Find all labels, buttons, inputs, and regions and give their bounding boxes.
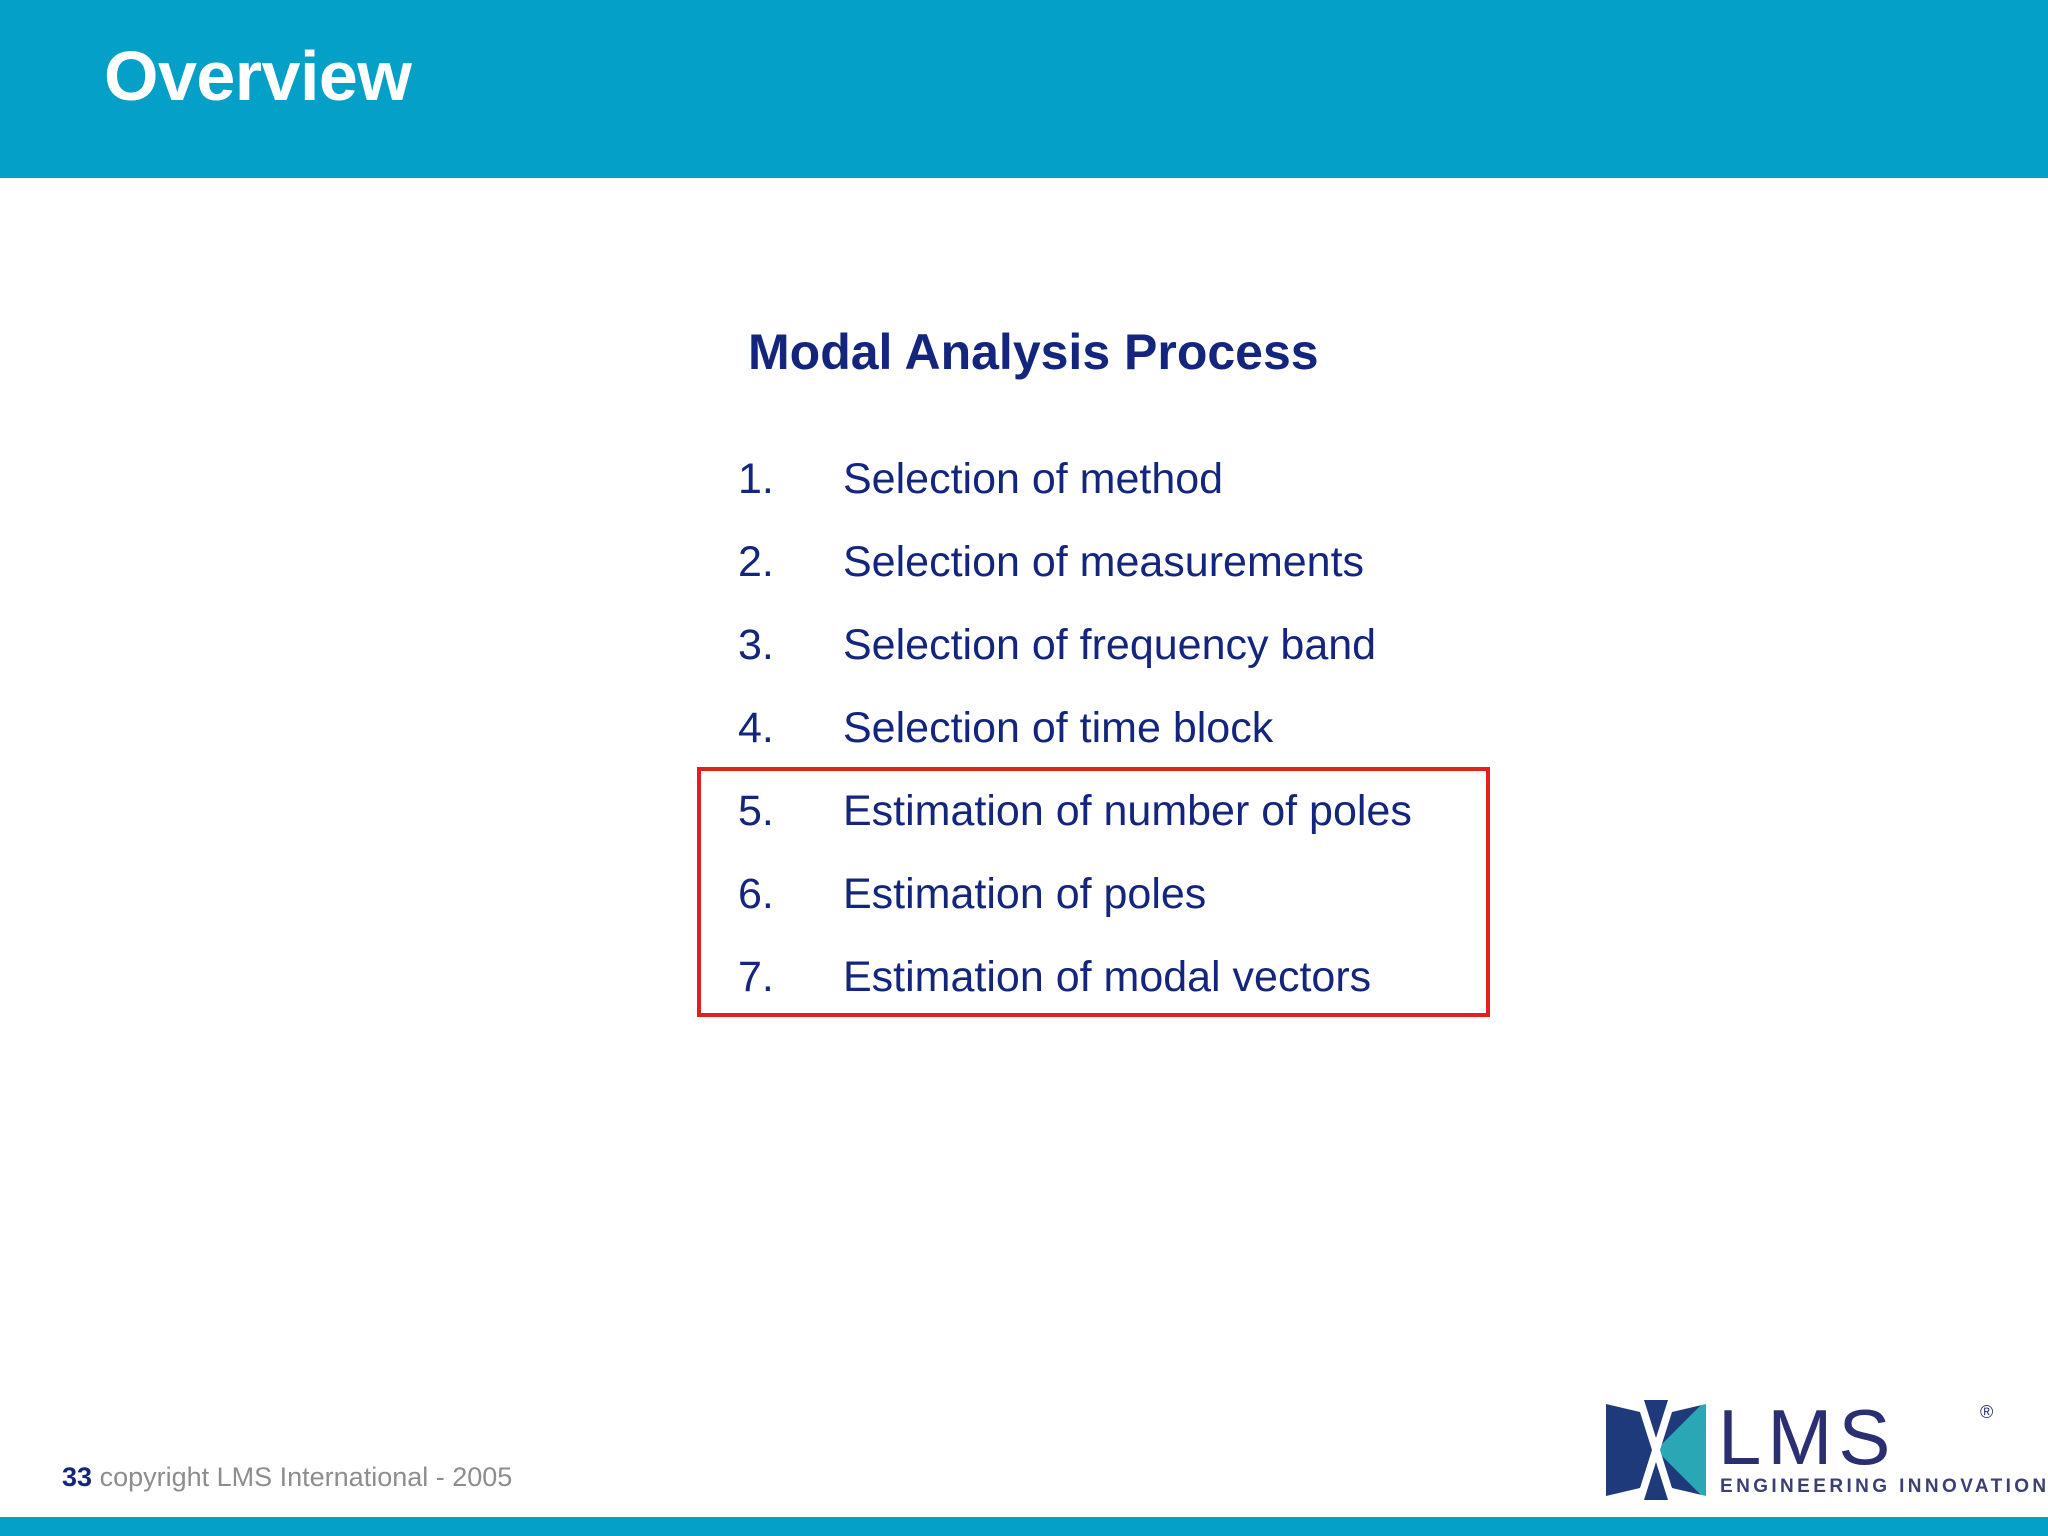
page-number: 33 bbox=[62, 1462, 93, 1492]
lms-wordmark: LMS ® ENGINEERING INNOVATION bbox=[1718, 1393, 2046, 1500]
lms-wordmark-text: LMS bbox=[1718, 1393, 1897, 1481]
list-item: 6. Estimation of poles bbox=[738, 853, 1538, 936]
list-item-number: 1. bbox=[738, 455, 774, 503]
list-item: 7. Estimation of modal vectors bbox=[738, 936, 1538, 1019]
list-item-label: Selection of method bbox=[843, 455, 1224, 503]
list-item: 2. Selection of measurements bbox=[738, 521, 1538, 604]
list-item: 1. Selection of method bbox=[738, 438, 1538, 521]
list-item: 5. Estimation of number of poles bbox=[738, 770, 1538, 853]
list-item: 3. Selection of frequency band bbox=[738, 604, 1538, 687]
list-item-number: 4. bbox=[738, 704, 774, 752]
content-heading: Modal Analysis Process bbox=[748, 324, 1319, 380]
copyright-text: copyright LMS International - 2005 bbox=[99, 1462, 513, 1492]
registered-trademark-icon: ® bbox=[1980, 1402, 1994, 1422]
list-item-label: Estimation of poles bbox=[843, 870, 1207, 918]
list-item-label: Selection of time block bbox=[843, 704, 1274, 752]
list-item-number: 5. bbox=[738, 787, 774, 835]
list-item-label: Selection of frequency band bbox=[843, 621, 1377, 669]
page-title: Overview bbox=[104, 37, 412, 115]
bottom-accent-bar bbox=[0, 1517, 2048, 1536]
footer-note: 33 copyright LMS International - 2005 bbox=[62, 1464, 512, 1491]
list-item-label: Estimation of number of poles bbox=[843, 787, 1412, 835]
lms-logo: LMS ® ENGINEERING INNOVATION bbox=[1606, 1393, 2046, 1502]
list-item-label: Selection of measurements bbox=[843, 538, 1365, 586]
list-item: 4. Selection of time block bbox=[738, 687, 1538, 770]
list-item-number: 3. bbox=[738, 621, 774, 669]
header-banner: Overview bbox=[0, 0, 2048, 178]
list-item-number: 7. bbox=[738, 953, 774, 1001]
list-item-label: Estimation of modal vectors bbox=[843, 953, 1372, 1001]
process-list: 1. Selection of method 2. Selection of mea… bbox=[738, 438, 1538, 1019]
lms-logo-mark-icon bbox=[1606, 1400, 1706, 1500]
list-item-number: 6. bbox=[738, 870, 774, 918]
slide-content-area: Modal Analysis Process 1. Selection of me… bbox=[0, 178, 2048, 1517]
list-item-number: 2. bbox=[738, 538, 774, 586]
lms-tagline: ENGINEERING INNOVATION bbox=[1720, 1476, 2048, 1497]
